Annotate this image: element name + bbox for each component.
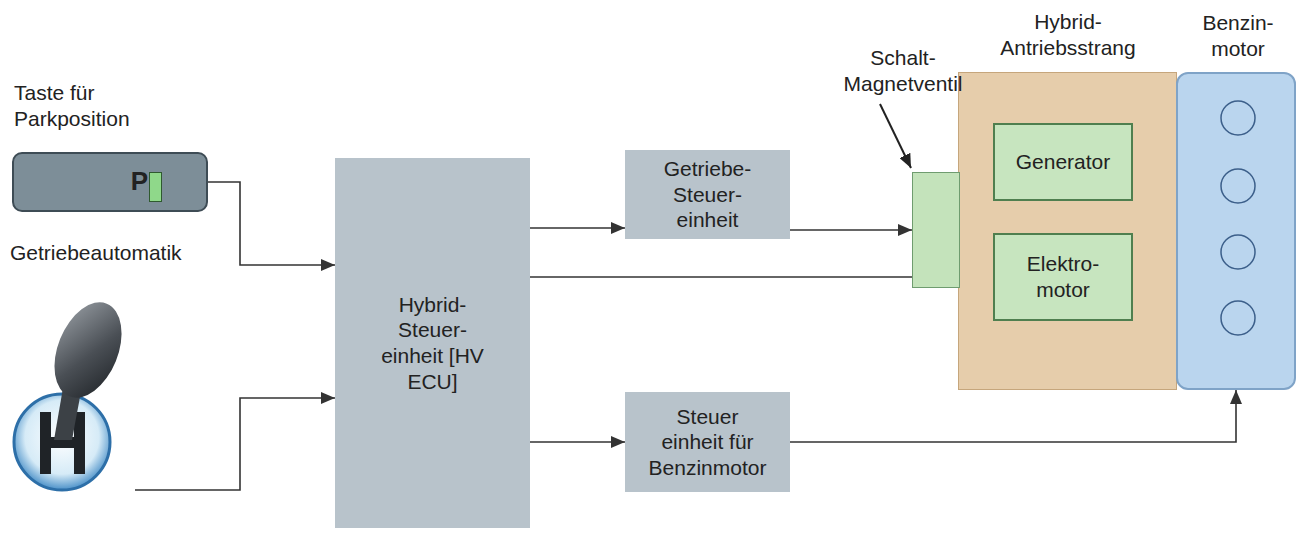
indicator-light bbox=[149, 172, 162, 202]
node-heading: Taste für Parkposition bbox=[14, 80, 184, 131]
node-content: P bbox=[14, 154, 206, 210]
node-content: Elektro- motor bbox=[995, 235, 1131, 319]
generator-box: Generator bbox=[993, 123, 1133, 201]
node-heading: Schalt- Magnetventil bbox=[833, 45, 973, 96]
node-content: Hybrid- Steuer- einheit [HV ECU] bbox=[335, 158, 530, 528]
signal-arrow bbox=[208, 182, 335, 265]
signal-arrow bbox=[790, 229, 912, 231]
node-content: Steuer einheit für Benzinmotor bbox=[625, 392, 790, 492]
node-heading: Benzin- motor bbox=[1193, 10, 1283, 61]
signal-arrow bbox=[530, 441, 625, 443]
node-label: Getriebe- Steuer- einheit bbox=[653, 156, 763, 233]
node-content: Generator bbox=[995, 125, 1131, 199]
leader-line bbox=[880, 104, 911, 168]
node-heading: Getriebeautomatik bbox=[10, 240, 230, 266]
petrol-engine: Benzin- motor bbox=[1176, 72, 1296, 390]
control-unit-box: Steuer einheit für Benzinmotor bbox=[625, 392, 790, 492]
gear-lever-illustration bbox=[10, 290, 135, 500]
control-unit-box: Hybrid- Steuer- einheit [HV ECU] bbox=[335, 158, 530, 528]
gear-selector: Getriebeautomatik bbox=[10, 290, 135, 500]
node-content: Getriebe- Steuer- einheit bbox=[625, 150, 790, 239]
node-label: P bbox=[131, 166, 148, 198]
node-label: Steuer einheit für Benzinmotor bbox=[647, 404, 769, 481]
node-label: Hybrid- Steuer- einheit [HV ECU] bbox=[378, 292, 488, 394]
control-unit-box: Getriebe- Steuer- einheit bbox=[625, 150, 790, 239]
motor-box: Elektro- motor bbox=[993, 233, 1133, 321]
node-label: Elektro- motor bbox=[1018, 251, 1108, 302]
cylinder-symbols bbox=[1178, 74, 1294, 388]
signal-arrow bbox=[135, 398, 335, 490]
node-label: Generator bbox=[1016, 149, 1111, 175]
node-heading: Hybrid- Antriebsstrang bbox=[983, 9, 1153, 60]
signal-arrow bbox=[790, 390, 1236, 442]
solenoid-valve: Schalt- Magnetventil bbox=[912, 172, 960, 288]
signal-arrow bbox=[530, 227, 625, 229]
hybrid-drivetrain: Hybrid- AntriebsstrangGeneratorElektro- … bbox=[958, 72, 1177, 390]
park-button: Taste für ParkpositionP bbox=[12, 152, 208, 212]
